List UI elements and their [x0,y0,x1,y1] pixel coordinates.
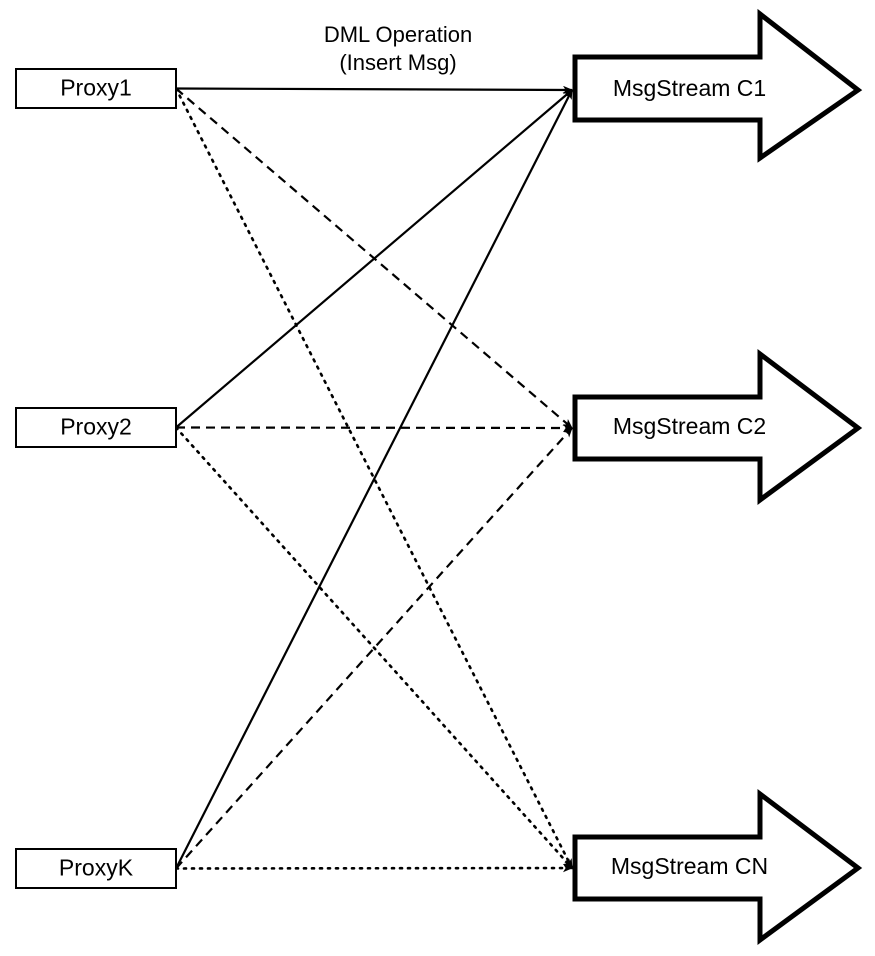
connection-lines-group [174,85,574,873]
proxy-label-proxy2: Proxy2 [60,414,132,440]
proxy-box-shape [15,848,177,889]
msgstream-arrow-shape [572,348,863,505]
msgstream-label-c2: MsgStream C2 [613,413,766,439]
link-proxy2-to-cn [174,426,574,870]
edge-caption-line-2: (Insert Msg) [339,50,456,75]
msgstream-arrow-c1[interactable]: MsgStream C1 [572,8,863,163]
proxy-node-proxy2[interactable]: Proxy2 [15,407,177,448]
msgstream-label-cn: MsgStream CN [611,853,768,879]
proxy-node-proxyK[interactable]: ProxyK [15,848,177,889]
link-proxy2-to-c2 [175,423,573,433]
msgstream-arrow-cn[interactable]: MsgStream CN [572,788,863,945]
proxy-label-proxy1: Proxy1 [60,75,132,101]
msgstream-arrow-c2[interactable]: MsgStream C2 [572,348,863,505]
proxy-box-shape [15,68,177,109]
link-proxy1-to-cn [174,87,574,870]
msgstream-arrow-shape [572,8,863,163]
link-proxyK-to-c1 [175,89,573,869]
link-proxy2-to-c1 [175,89,573,429]
link-proxyK-to-cn [174,863,574,873]
link-proxy1-to-c1 [175,85,573,95]
msgstream-arrow-shape [572,788,863,945]
proxy-box-shape [15,407,177,448]
msgstream-arrows-group: MsgStream C1 MsgStream C2 MsgStream CN [572,8,863,945]
proxy-node-proxy1[interactable]: Proxy1 [15,68,177,109]
edge-caption-line-1: DML Operation [324,22,472,47]
proxy-label-proxyK: ProxyK [59,855,134,881]
link-proxyK-to-c2 [175,427,573,870]
msgstream-label-c1: MsgStream C1 [613,75,766,101]
